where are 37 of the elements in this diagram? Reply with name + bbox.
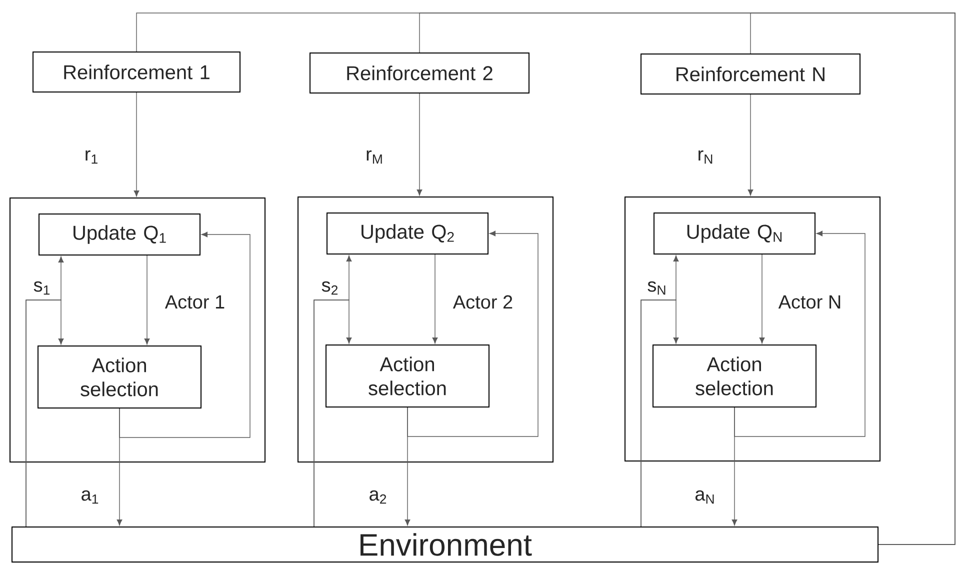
arrow xyxy=(144,255,150,345)
update-box: Update Q$_{N}$ xyxy=(654,212,816,254)
agent-box xyxy=(10,198,266,462)
edge-label: a$_{N}$ xyxy=(695,490,714,504)
arrow xyxy=(134,92,140,197)
edge-label: s$_{1}$ xyxy=(34,281,50,295)
arrow xyxy=(26,300,64,527)
arrow xyxy=(119,232,250,438)
action-selection-box: Action selection xyxy=(38,346,202,408)
environment-box: Environment xyxy=(12,526,878,562)
arrow xyxy=(640,300,679,527)
arrow xyxy=(314,300,352,527)
arrow xyxy=(407,230,538,437)
reinforcement-box: Reinforcement N xyxy=(640,54,860,94)
arrow xyxy=(416,93,422,196)
arrow xyxy=(748,94,754,196)
edge-label: s$_{2}$ xyxy=(322,281,338,295)
edge-label: r$_{M}$ xyxy=(366,150,382,164)
action-selection-box: Action selection xyxy=(326,344,490,408)
arrow xyxy=(432,254,438,344)
arrow xyxy=(759,254,765,344)
edge-label: Actor N xyxy=(778,295,840,309)
edge-label: r$_{1}$ xyxy=(86,150,98,164)
edge-label: a$_{1}$ xyxy=(82,490,98,504)
edge-label: Actor 2 xyxy=(452,295,512,309)
update-box: Update Q$_{2}$ xyxy=(326,212,488,254)
edge-label: r$_{N}$ xyxy=(698,150,712,164)
edge-label: a$_{2}$ xyxy=(370,490,386,504)
agent-box xyxy=(298,196,554,462)
edge-label: s$_{N}$ xyxy=(648,281,666,295)
action-selection-box: Action selection xyxy=(652,344,816,408)
arrow xyxy=(734,230,866,437)
agent-box xyxy=(624,196,880,462)
edge-label: Actor 1 xyxy=(164,295,224,309)
update-box: Update Q$_{1}$ xyxy=(38,214,200,256)
reinforcement-box: Reinforcement 1 xyxy=(32,52,240,92)
reinforcement-box: Reinforcement 2 xyxy=(310,52,530,94)
